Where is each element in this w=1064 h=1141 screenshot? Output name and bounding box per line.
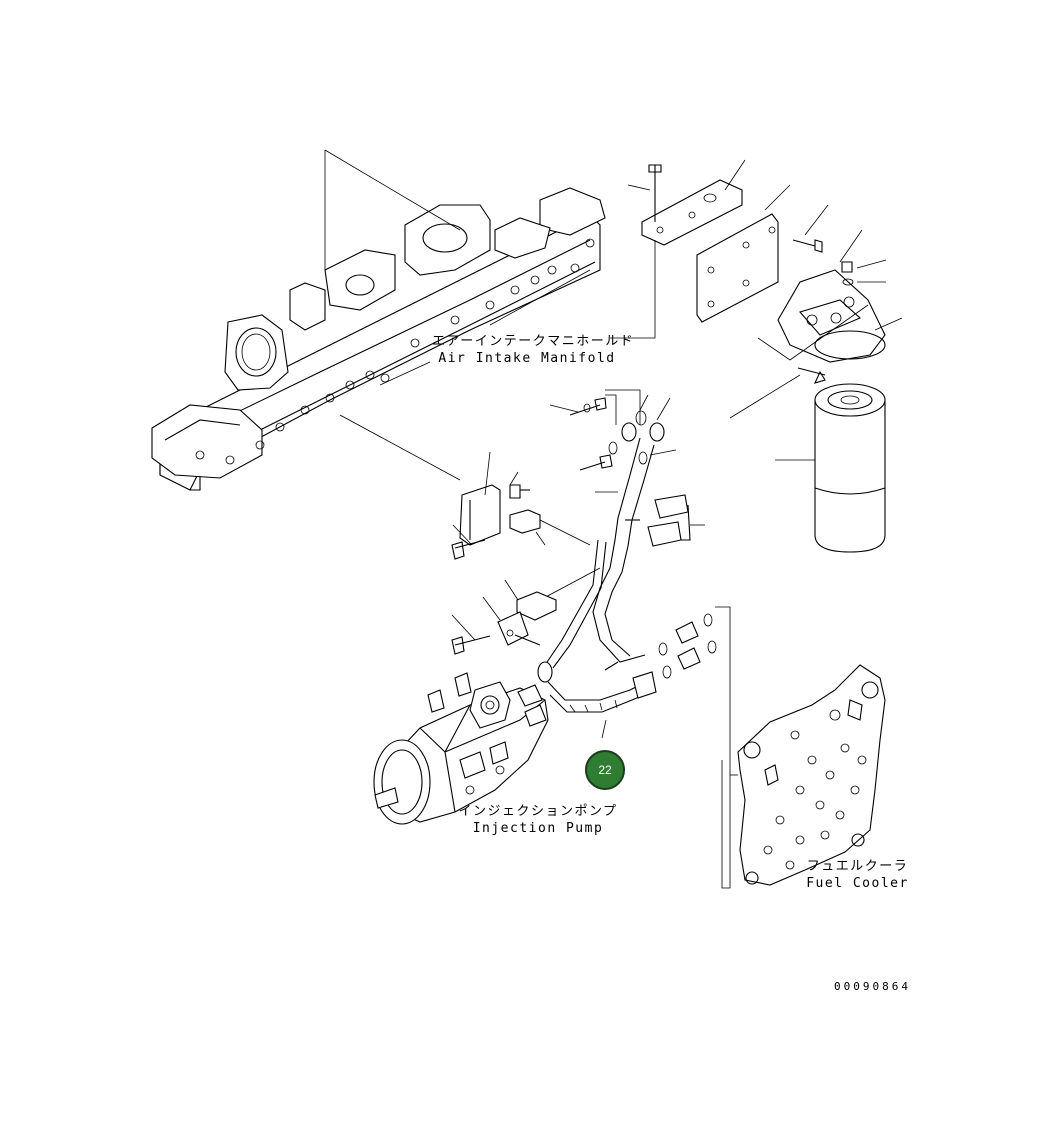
injection-pump-part <box>373 661 553 825</box>
label-injection-pump-jp: インジェクションポンプ <box>458 804 618 819</box>
label-injection-pump: インジェクションポンプ Injection Pump <box>458 803 618 837</box>
drawing-number: 00090864 <box>834 980 911 993</box>
brackets-part <box>451 484 557 655</box>
label-fuel-cooler: フュエルクーラ Fuel Cooler <box>805 858 910 892</box>
air-intake-manifold-part <box>151 187 606 491</box>
fuel-tubes-part <box>544 397 717 713</box>
label-fuel-cooler-en: Fuel Cooler <box>806 876 909 891</box>
label-air-intake-manifold-en: Air Intake Manifold <box>438 351 616 366</box>
label-air-intake-manifold: エアーインテークマニホールド Air Intake Manifold <box>432 333 635 367</box>
label-fuel-cooler-jp: フュエルクーラ <box>806 859 909 874</box>
fuel-cooler-part <box>737 664 886 886</box>
part-callout-22[interactable]: 22 <box>585 750 625 790</box>
label-air-intake-manifold-jp: エアーインテークマニホールド <box>432 334 635 349</box>
fuel-filter-part <box>729 367 886 553</box>
label-injection-pump-en: Injection Pump <box>472 821 604 836</box>
filter-bracket-part <box>627 164 886 363</box>
